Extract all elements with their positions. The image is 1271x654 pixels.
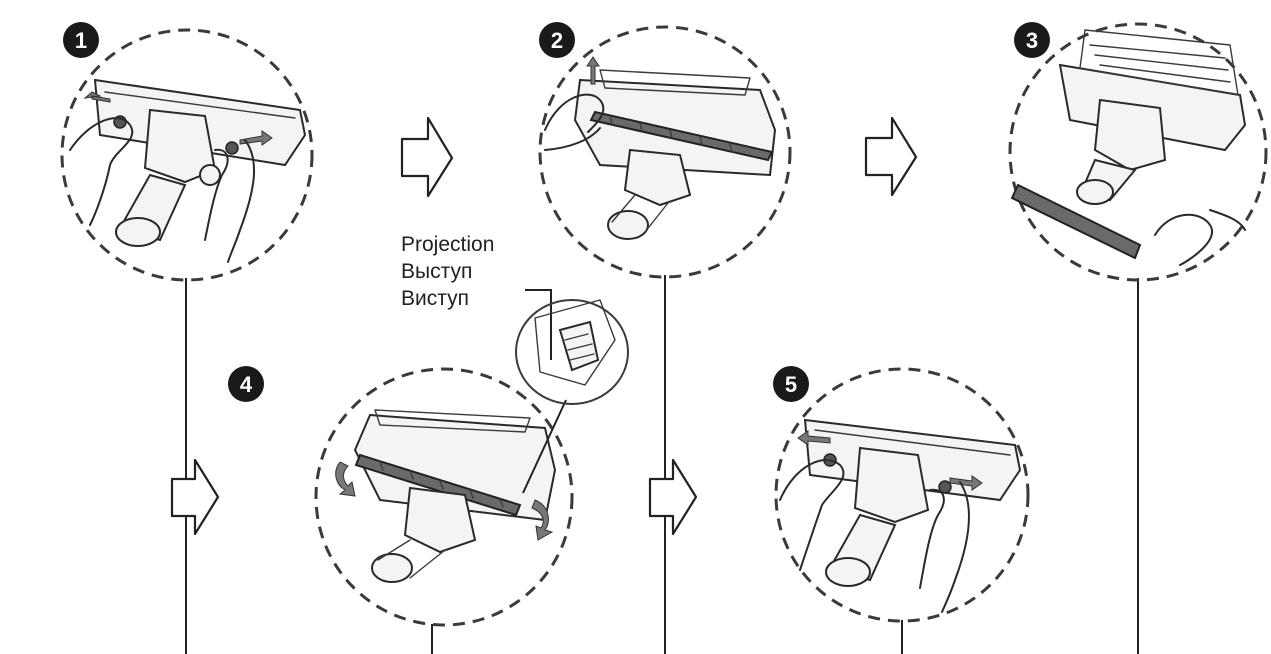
callout-label-uk: Виступ [401, 287, 469, 310]
step-1-number: 1 [75, 28, 87, 53]
callout-label-ru: Выступ [401, 260, 472, 283]
callout-label-en: Projection [401, 233, 494, 256]
flow-arrow-2-to-3 [866, 118, 916, 195]
flow-arrow-to-4 [172, 460, 218, 534]
step-4-badge: 4 [228, 366, 264, 402]
step-3-illustration [1010, 24, 1266, 280]
step-2-illustration [540, 27, 790, 277]
step-3-badge: 3 [1014, 22, 1050, 58]
flow-arrow-1-to-2 [402, 118, 452, 196]
step-5-number: 5 [785, 372, 797, 397]
step-5-illustration [776, 369, 1028, 621]
step-5-badge: 5 [773, 366, 809, 402]
step-1-badge: 1 [63, 22, 99, 58]
step-2-number: 2 [551, 28, 563, 53]
step-2-badge: 2 [539, 22, 575, 58]
step-4-illustration [316, 369, 572, 625]
step-4-number: 4 [240, 372, 253, 397]
step-1-illustration [62, 30, 312, 280]
step-3-number: 3 [1026, 28, 1038, 53]
flow-arrow-4-to-5 [650, 460, 696, 534]
